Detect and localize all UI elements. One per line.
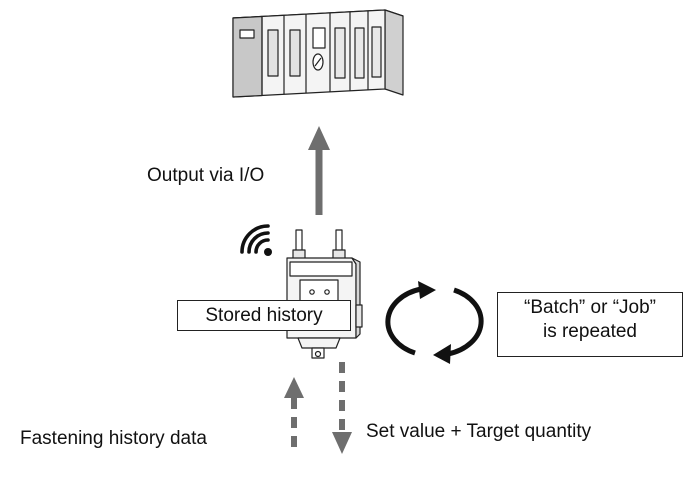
repeat-label-line2: is repeated (542, 321, 637, 342)
repeat-box: “Batch” or “Job” is repeated (497, 292, 683, 357)
repeat-label-line1: “Batch” or “Job” (524, 297, 656, 318)
fastening-label: Fastening history data (20, 428, 207, 449)
plc-rack-icon (232, 9, 404, 98)
output-arrow (308, 126, 330, 215)
controller-device-icon (286, 229, 363, 359)
wireless-signal-icon (240, 224, 272, 256)
cycle-arrows-icon (385, 281, 484, 364)
set-value-label: Set value + Target quantity (366, 421, 592, 442)
output-label: Output via I/O (147, 165, 265, 186)
fastening-data-arrow (284, 377, 304, 453)
stored-history-label: Stored history (177, 300, 351, 331)
set-value-arrow (332, 362, 352, 454)
